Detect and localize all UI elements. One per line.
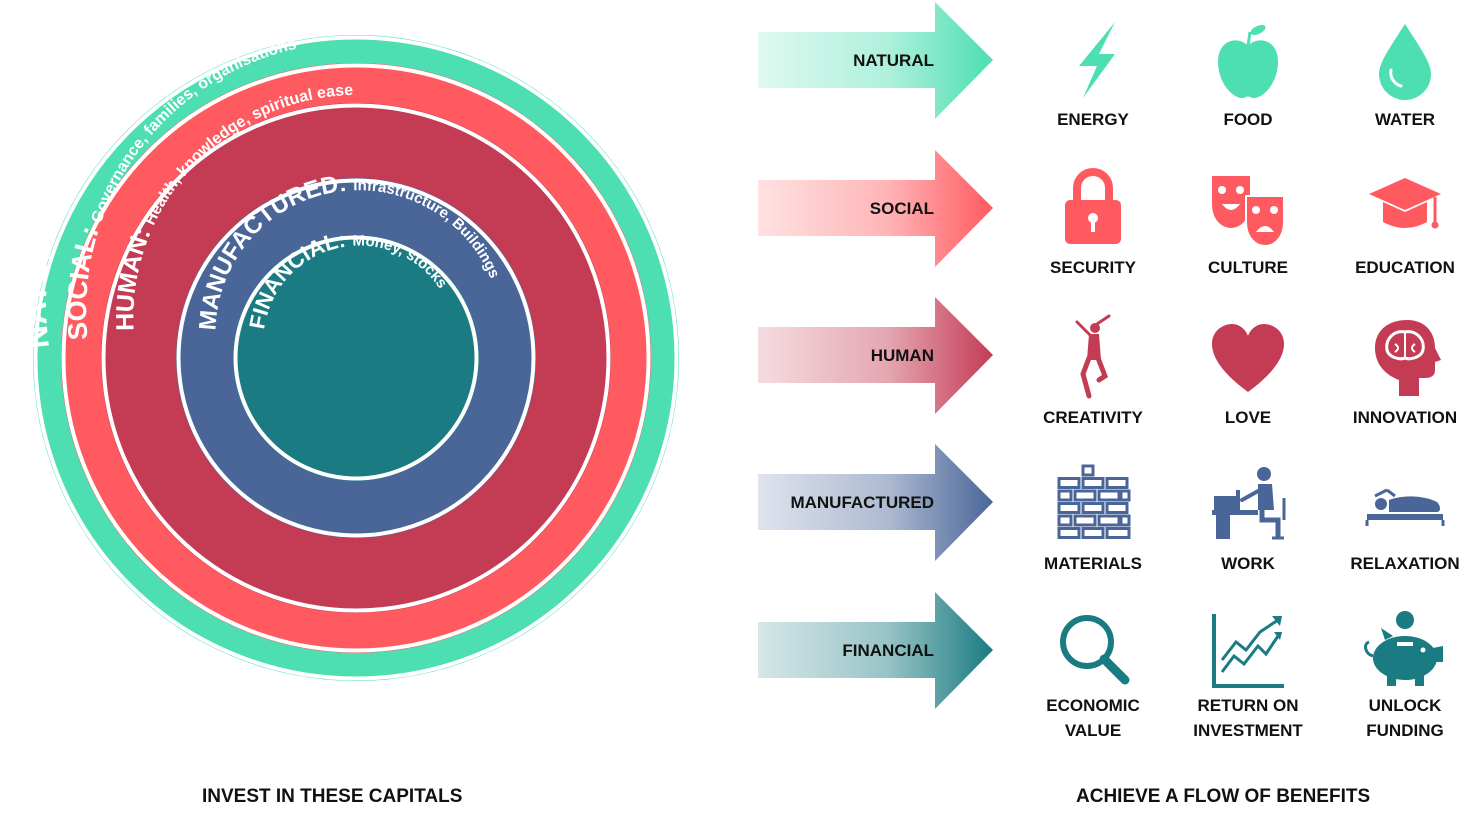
arrow-social xyxy=(758,150,993,267)
invest-caption: INVEST IN THESE CAPITALS xyxy=(202,786,463,807)
arrow-human xyxy=(758,297,993,414)
arrow-social-label: SOCIAL xyxy=(870,199,934,218)
person-lying-down-icon xyxy=(1365,488,1445,526)
arrow-natural-label: NATURAL xyxy=(853,51,934,70)
benefit-label: CULTURE xyxy=(1208,258,1288,277)
benefits-caption: ACHIEVE A FLOW OF BENEFITS xyxy=(1076,786,1371,807)
magnifier-icon xyxy=(1060,615,1130,685)
benefit-label: VALUE xyxy=(1065,721,1121,740)
heart-icon xyxy=(1212,324,1284,392)
head-brain-icon xyxy=(1375,320,1441,396)
ring-manufactured-border xyxy=(176,178,536,538)
ring-natural-border xyxy=(33,35,679,681)
arrow-financial xyxy=(758,592,993,709)
water-drop-icon xyxy=(1379,24,1431,100)
lightning-icon xyxy=(1079,22,1115,98)
padlock-icon xyxy=(1065,168,1121,244)
capital-arrows: NATURAL SOCIAL HUMAN MANUFACTURED FINANCIAL xyxy=(758,2,993,709)
benefit-label: MATERIALS xyxy=(1044,554,1142,573)
benefit-label: INVESTMENT xyxy=(1193,721,1303,740)
person-at-desk-icon xyxy=(1212,467,1286,540)
benefit-label: CREATIVITY xyxy=(1043,408,1143,427)
benefit-label: RELAXATION xyxy=(1350,554,1459,573)
apple-icon xyxy=(1218,25,1278,98)
benefit-label: RETURN ON xyxy=(1197,696,1298,715)
rising-chart-icon xyxy=(1212,614,1284,688)
benefit-label: SECURITY xyxy=(1050,258,1137,277)
arrow-human-label: HUMAN xyxy=(871,346,934,365)
capital-rings: NATURAL:Sea, ecological systems, airSOCI… xyxy=(17,5,679,681)
ring-financial-border xyxy=(233,235,479,481)
graduation-cap-icon xyxy=(1369,178,1441,229)
arrow-manufactured xyxy=(758,444,993,561)
ring-social-border xyxy=(61,63,651,653)
benefit-label: FUNDING xyxy=(1366,721,1443,740)
benefit-label: WORK xyxy=(1221,554,1276,573)
benefit-label: EDUCATION xyxy=(1355,258,1455,277)
benefit-label: WATER xyxy=(1375,110,1435,129)
benefit-label: ECONOMIC xyxy=(1046,696,1140,715)
benefit-label: ENERGY xyxy=(1057,110,1129,129)
benefit-label: INNOVATION xyxy=(1353,408,1457,427)
arrow-natural xyxy=(758,2,993,119)
arrow-manufactured-label: MANUFACTURED xyxy=(790,493,934,512)
benefit-label: UNLOCK xyxy=(1369,696,1442,715)
ring-human-border xyxy=(101,103,611,613)
benefit-label: LOVE xyxy=(1225,408,1271,427)
piggy-bank-icon xyxy=(1364,611,1443,686)
brick-wall-icon xyxy=(1057,464,1131,539)
benefit-label: FOOD xyxy=(1223,110,1272,129)
ring-financial xyxy=(233,235,479,481)
arrow-financial-label: FINANCIAL xyxy=(842,641,934,660)
benefits-grid: ENERGY FOOD WATER SECURITY CULTURE EDUCATION C… xyxy=(1043,22,1460,740)
dancer-icon xyxy=(1075,314,1111,399)
theater-masks-icon xyxy=(1212,176,1285,248)
